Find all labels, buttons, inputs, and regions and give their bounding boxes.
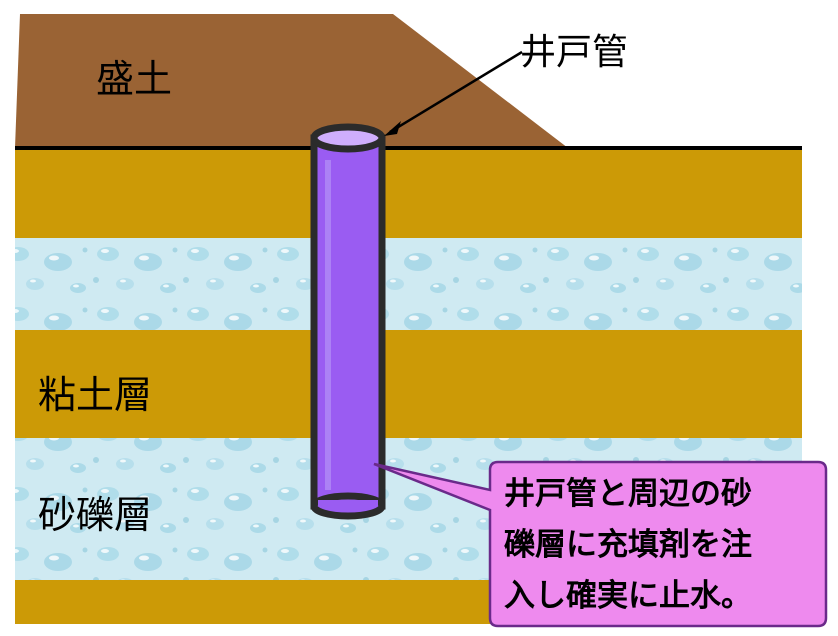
- callout-line-2: 礫層に充填剤を注: [504, 527, 752, 563]
- clay-layer-label: 粘土層: [38, 373, 152, 417]
- well-pipe-label: 井戸管: [520, 32, 628, 73]
- clay-layer-middle: [15, 330, 802, 438]
- gravel-layer-upper: [15, 238, 802, 330]
- callout-balloon: [373, 460, 828, 628]
- fill-soil-label: 盛土: [96, 57, 172, 101]
- gravel-layer-label: 砂礫層: [38, 493, 152, 537]
- callout-line-3: 入し確実に止水。: [504, 578, 752, 614]
- fill-soil-embankment: [15, 14, 568, 148]
- well-pipe: [310, 123, 386, 520]
- well-pipe-pointer: [384, 50, 523, 136]
- clay-layer-top: [15, 148, 802, 238]
- callout-line-1: 井戸管と周辺の砂: [504, 476, 752, 512]
